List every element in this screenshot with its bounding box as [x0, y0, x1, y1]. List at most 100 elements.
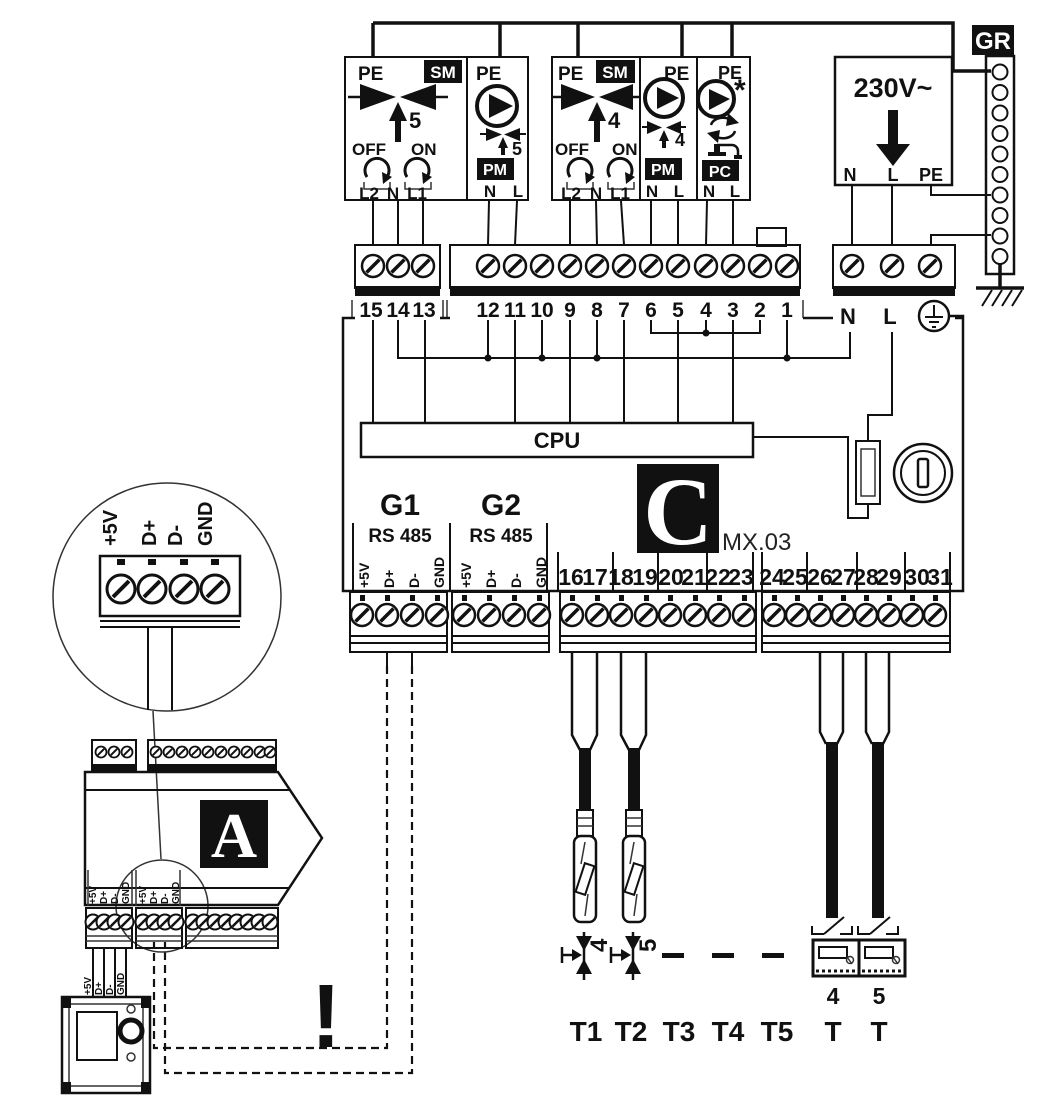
svg-text:GND: GND — [195, 502, 217, 546]
svg-text:GND: GND — [116, 973, 127, 995]
module-a-connector-2 — [134, 907, 185, 949]
arrow-down-icon — [876, 110, 910, 166]
svg-text:L: L — [730, 182, 740, 201]
svg-text:D-: D- — [165, 525, 187, 546]
earth-symbol — [976, 264, 1024, 307]
probe-number-4: 4 — [586, 938, 613, 952]
svg-text:+5V: +5V — [83, 977, 94, 995]
sensor-probe-t1 — [570, 652, 599, 924]
sensor-probe-t2 — [619, 652, 648, 924]
svg-text:L: L — [883, 304, 896, 329]
internal-wiring — [372, 320, 893, 519]
ground-rail: GR — [930, 25, 1024, 307]
svg-text:L: L — [513, 182, 523, 201]
svg-text:17: 17 — [582, 564, 608, 590]
warning-mark: ! — [311, 967, 341, 1067]
pump-icon — [475, 84, 519, 128]
asterisk: * — [734, 74, 746, 107]
svg-text:7: 7 — [618, 299, 630, 322]
svg-text:9: 9 — [564, 299, 576, 322]
valve-number: 5 — [409, 108, 421, 133]
probe-valve-icon-t2 — [609, 932, 641, 980]
thermostat-4t: 4 T — [811, 652, 861, 1047]
svg-text:PE: PE — [919, 165, 943, 185]
svg-text:11: 11 — [504, 299, 527, 322]
svg-text:10: 10 — [530, 299, 553, 322]
g1-label: G1 — [380, 489, 420, 522]
svg-text:28: 28 — [853, 564, 879, 590]
svg-text:N: N — [646, 182, 658, 201]
svg-text:D+: D+ — [381, 570, 397, 588]
svg-text:T: T — [870, 1016, 887, 1047]
dash-t3 — [662, 953, 684, 958]
on-label: ON — [411, 140, 437, 159]
faucet-icon — [708, 143, 742, 159]
svg-text:N: N — [590, 184, 602, 203]
svg-text:23: 23 — [728, 564, 754, 590]
mixing-valve-4-block: PE SM 4 OFF ON L2 N L1 — [551, 56, 641, 203]
room-panel — [60, 995, 152, 1095]
svg-text:4: 4 — [700, 299, 712, 322]
svg-text:21: 21 — [681, 564, 707, 590]
terminal-notch — [756, 227, 787, 247]
svg-text:D+: D+ — [483, 570, 499, 588]
svg-text:15: 15 — [359, 299, 383, 322]
svg-text:GND: GND — [431, 557, 447, 588]
svg-text:5: 5 — [672, 299, 684, 322]
svg-text:PM: PM — [483, 162, 507, 179]
cpu-box: CPU — [359, 421, 755, 459]
rs485-ports: G1 G2 RS 485 RS 485 +5V D+ D- GND +5V D+… — [352, 489, 549, 591]
svg-text:L2: L2 — [561, 184, 581, 203]
t2-label: T2 — [615, 1016, 648, 1047]
svg-text:D-: D- — [406, 573, 422, 588]
rs485-link-wires — [152, 652, 414, 1075]
module-a-connector-1 — [84, 907, 135, 949]
svg-text:27: 27 — [830, 564, 856, 590]
svg-text:N: N — [484, 182, 496, 201]
svg-text:31: 31 — [927, 564, 953, 590]
plug-connector-16-23 — [559, 591, 757, 653]
svg-text:+5V: +5V — [100, 509, 122, 546]
svg-text:A: A — [211, 800, 257, 871]
svg-text:4: 4 — [827, 983, 840, 1009]
model-label: MX.03 — [722, 529, 791, 556]
sensor-terminal-numbers: 16 17 18 19 20 21 22 23 24 25 26 27 28 2… — [557, 552, 953, 591]
svg-text:2: 2 — [754, 299, 766, 322]
svg-text:C: C — [643, 458, 712, 565]
svg-text:13: 13 — [412, 299, 435, 322]
rotate-ccw-icon — [363, 156, 394, 186]
svg-text:D+: D+ — [99, 891, 110, 904]
sm-badge — [424, 60, 462, 83]
earth-terminal-icon — [917, 299, 951, 333]
svg-text:N: N — [387, 184, 399, 203]
panel-screen — [76, 1011, 118, 1061]
svg-text:GND: GND — [121, 882, 132, 904]
rotate-cw-icon — [403, 156, 434, 186]
magnifier-detail: +5V D+ D- GND — [52, 482, 282, 953]
terminal-block-15-13: 15 14 13 — [351, 244, 444, 322]
svg-text:16: 16 — [558, 564, 584, 590]
mixing-valve-icon — [348, 84, 448, 142]
magnified-screws — [105, 573, 231, 605]
svg-text:L2: L2 — [359, 184, 379, 203]
svg-text:N: N — [844, 165, 857, 185]
t3-label: T3 — [663, 1016, 696, 1047]
plug-connector-g1 — [349, 591, 450, 653]
panel-knob — [117, 1017, 145, 1045]
svg-text:D+: D+ — [94, 982, 105, 995]
svg-text:L1: L1 — [407, 184, 427, 203]
svg-text:ON: ON — [612, 140, 638, 159]
svg-text:RS 485: RS 485 — [368, 526, 432, 547]
svg-text:4: 4 — [675, 130, 685, 150]
svg-text:RS 485: RS 485 — [469, 526, 533, 547]
svg-text:L: L — [674, 182, 684, 201]
svg-text:22: 22 — [705, 564, 731, 590]
svg-text:D+: D+ — [139, 520, 161, 546]
module-a: A +5V D+ D- GND +5V D+ D- GND — [83, 739, 324, 949]
svg-text:5: 5 — [873, 983, 886, 1009]
sm-badge — [596, 60, 635, 83]
svg-text:4: 4 — [608, 108, 621, 133]
svg-text:D-: D- — [110, 893, 121, 904]
svg-text:19: 19 — [632, 564, 658, 590]
